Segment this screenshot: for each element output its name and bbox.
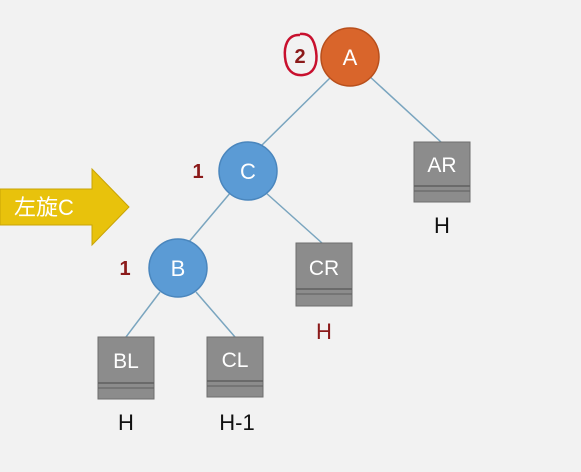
node-a-balance-label: 2 [294, 46, 305, 68]
subtree-ar-height: H [434, 213, 450, 238]
arrow-shape [0, 167, 130, 247]
node-b-circle [148, 238, 208, 298]
arrow-label: 左旋C [14, 195, 74, 220]
subtree-ar-box [413, 141, 471, 203]
subtree-cr-label: CR [309, 257, 339, 280]
tree-edges [125, 74, 442, 338]
subtree-bl-label: BL [113, 350, 139, 373]
subtree-cl-label: CL [222, 349, 249, 372]
node-a-balance: 2 [283, 32, 318, 77]
node-a: A [320, 27, 380, 87]
node-c-circle [218, 141, 278, 201]
balance-highlight-circle [283, 32, 318, 77]
node-b-label: B [171, 256, 186, 281]
subtree-cl-box [206, 336, 264, 398]
node-c-balance-label: 1 [192, 161, 203, 183]
edge-b-bl [125, 291, 161, 338]
subtree-cr: CR H [295, 242, 353, 344]
node-a-circle [320, 27, 380, 87]
rotate-left-arrow: 左旋C [0, 167, 130, 247]
edge-b-cl [195, 291, 236, 338]
subtree-ar-label: AR [427, 154, 456, 177]
edge-a-c [261, 74, 334, 146]
subtree-bl-box [97, 336, 155, 400]
node-b-balance-label: 1 [119, 258, 130, 280]
edge-c-cr [264, 191, 323, 244]
edge-c-b [187, 191, 232, 244]
edge-a-ar [367, 74, 442, 143]
node-b: B 1 [119, 238, 208, 298]
subtree-ar: AR H [413, 141, 471, 238]
subtree-cr-box [295, 242, 353, 307]
subtree-bl-height: H [118, 410, 134, 435]
subtree-bl: BL H [97, 336, 155, 435]
node-a-label: A [343, 45, 358, 70]
node-c: C 1 [192, 141, 278, 201]
subtree-cr-height: H [316, 319, 332, 344]
subtree-cl: CL H-1 [206, 336, 264, 435]
subtree-cl-height: H-1 [219, 410, 254, 435]
node-c-label: C [240, 159, 256, 184]
